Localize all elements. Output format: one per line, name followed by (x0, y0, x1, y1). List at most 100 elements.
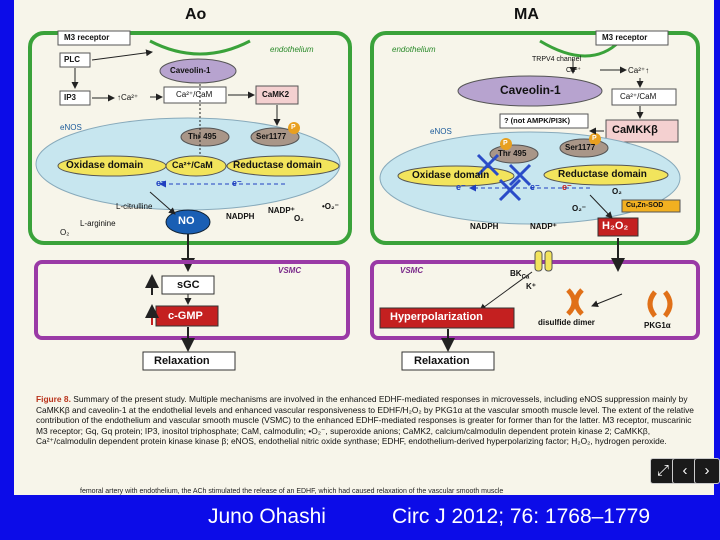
expand-icon[interactable]: ⤢ (650, 458, 676, 484)
left-enos-label: eNOS (60, 123, 82, 132)
right-sod-label: Cu,Zn-SOD (626, 202, 664, 209)
next-arrow-icon[interactable]: › (694, 458, 720, 484)
left-ip3-box (59, 90, 91, 106)
right-thr-label: Thr 495 (498, 149, 527, 158)
right-p2-label: P (592, 135, 597, 142)
right-bkca-text: BK (510, 269, 522, 278)
left-m3-receptor-shape (149, 39, 251, 56)
right-bkca-label: BKCa (510, 270, 529, 281)
right-relaxation-label: Relaxation (414, 355, 470, 367)
right-camkk-label: CaMKKβ (612, 124, 658, 136)
right-sod-box (621, 199, 681, 213)
left-vsmc-cell (34, 260, 350, 340)
right-hyper-box (379, 307, 515, 329)
right-reductase-ellipse (543, 164, 669, 186)
left-nadp-label: NADP⁺ (268, 206, 295, 215)
figure-caption: Figure 8. Summary of the present study. … (36, 394, 701, 447)
right-bkca-channel-2 (544, 250, 553, 272)
right-trpv4-label: TRPV4 channel (532, 56, 582, 63)
footer-citation: Circ J 2012; 76: 1768–1779 (392, 505, 651, 528)
left-ser-label: Ser1177 (256, 132, 287, 141)
right-bkca-sub: Ca (521, 274, 530, 281)
left-e-label-2: e⁻ (232, 178, 242, 188)
left-plc-label: PLC (64, 55, 80, 64)
right-e-label-1: e⁻ (456, 182, 466, 192)
right-e-label-2: e⁻ (530, 182, 540, 192)
left-endothelium-label: endothelium (270, 45, 314, 54)
left-o2-label: O₂ (60, 228, 70, 237)
right-pkg-label: PKG1α (644, 321, 671, 330)
right-ca-up-label: Ca²⁺↑ (628, 66, 650, 75)
left-p-circle (288, 122, 300, 134)
caption-text: Summary of the present study. Multiple m… (36, 394, 694, 447)
right-caveolin-label: Caveolin-1 (500, 83, 561, 97)
left-p-label: P (291, 124, 296, 131)
left-sgc-label: sGC (177, 279, 200, 291)
left-cacam-label: Ca²⁺/CaM (176, 90, 213, 99)
left-panel-title: Ao (185, 6, 207, 23)
left-relaxation-label: Relaxation (154, 355, 210, 367)
right-oxidase-ellipse (397, 165, 515, 187)
left-reductase-label: Reductase domain (233, 160, 322, 171)
right-caveolin (457, 75, 603, 107)
right-ser-label: Ser1177 (565, 143, 596, 152)
left-cgmp-label: c-GMP (168, 310, 203, 322)
right-endothelium-cell (370, 31, 700, 245)
left-oxidase-label: Oxidase domain (66, 160, 144, 171)
right-camkk-box (605, 119, 679, 143)
right-bkca-channel (534, 250, 543, 272)
left-vsmc-label: VSMC (278, 266, 302, 275)
left-relaxation-box (142, 351, 236, 371)
previous-arrow-icon[interactable]: ‹ (672, 458, 698, 484)
left-reductase-ellipse (226, 155, 340, 177)
right-p-label: P (503, 140, 508, 147)
disulfide-dimer-shape (566, 288, 584, 316)
right-enos-label: eNOS (430, 127, 452, 136)
left-m3-label: M3 receptor (64, 33, 110, 42)
right-vsmc-label: VSMC (400, 266, 424, 275)
left-caveolin-label: Caveolin-1 (170, 66, 211, 75)
right-m3-receptor-shape (539, 39, 622, 58)
left-mid-cacam-label: Ca²⁺/CaM (172, 160, 213, 170)
right-o2-label: O₂ (612, 187, 622, 196)
right-thr-ellipse (489, 144, 539, 164)
pkg-shape (647, 290, 673, 318)
right-nadph-label: NADPH (470, 222, 499, 231)
right-ampk-label: ? (not AMPK/PI3K) (504, 116, 570, 125)
caption-figure-number: Figure 8. (36, 394, 71, 404)
left-ca-up-label: ↑Ca²⁺ (117, 93, 139, 102)
left-ip3-label: IP3 (64, 93, 77, 102)
left-camk2-box (255, 85, 299, 105)
left-caveolin (159, 58, 237, 84)
right-e-label-3: e⁻ (562, 182, 572, 192)
footer-author: Juno Ohashi (208, 505, 326, 528)
right-relaxation-box (401, 351, 495, 371)
left-thr-label: Thr 495 (188, 132, 217, 141)
right-p2-circle (589, 133, 601, 145)
right-m3-label: M3 receptor (602, 33, 648, 42)
left-thr-ellipse (180, 127, 230, 147)
right-endothelium-label: endothelium (392, 45, 436, 54)
left-plc-box (59, 52, 91, 68)
right-ca-plus-label: Ca²⁺ (566, 67, 581, 74)
right-cacam-box (611, 88, 677, 106)
caption-cut-line: femoral artery with endothelium, the ACh… (80, 488, 504, 495)
right-nadp-label: NADP⁺ (530, 222, 557, 231)
left-ser-ellipse (250, 127, 300, 147)
left-superoxide-label: •O₂⁻ (322, 202, 339, 211)
right-cacam-label: Ca²⁺/CaM (620, 92, 657, 101)
right-hyper-label: Hyperpolarization (390, 311, 483, 323)
left-endothelium-cell (28, 31, 352, 245)
left-camk2-label: CaMK2 (262, 90, 290, 99)
left-nadph-label: NADPH (226, 212, 255, 221)
right-ampk-box (499, 113, 589, 129)
left-citrulline-label: L-citrulline (116, 202, 153, 211)
right-o2-minus-label: O₂⁻ (572, 204, 586, 213)
right-disulfide-label: disulfide dimer (538, 318, 595, 327)
left-cacam-box (163, 86, 227, 104)
right-panel-title: MA (514, 6, 539, 23)
right-oxidase-label: Oxidase domain (412, 170, 490, 181)
left-arginine-label: L-arginine (80, 219, 116, 228)
right-h2o2-box (597, 217, 639, 237)
left-e-label-1: e⁻ (156, 178, 166, 188)
